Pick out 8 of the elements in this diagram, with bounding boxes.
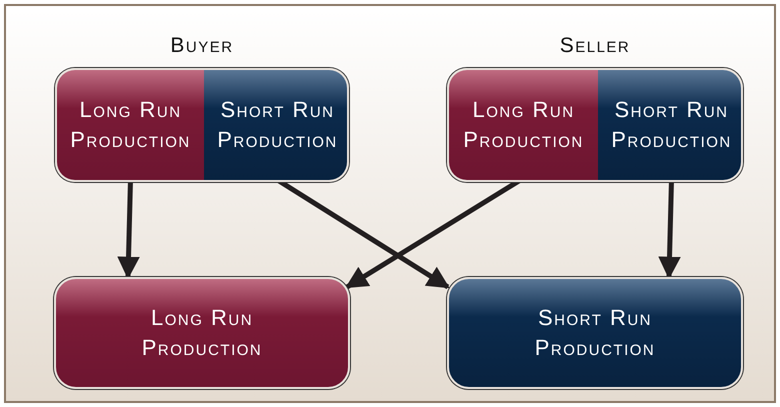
production-box: Short Run Production bbox=[447, 277, 743, 389]
group-heading: Seller bbox=[558, 34, 632, 58]
production-panel: Short Run Production bbox=[204, 70, 347, 180]
production-panel: Short Run Production bbox=[598, 70, 741, 180]
production-box: Long Run Production bbox=[54, 277, 350, 389]
production-panel: Long Run Production bbox=[449, 70, 598, 180]
group-heading: Buyer bbox=[169, 34, 235, 58]
production-panel: Long Run Production bbox=[57, 70, 204, 180]
